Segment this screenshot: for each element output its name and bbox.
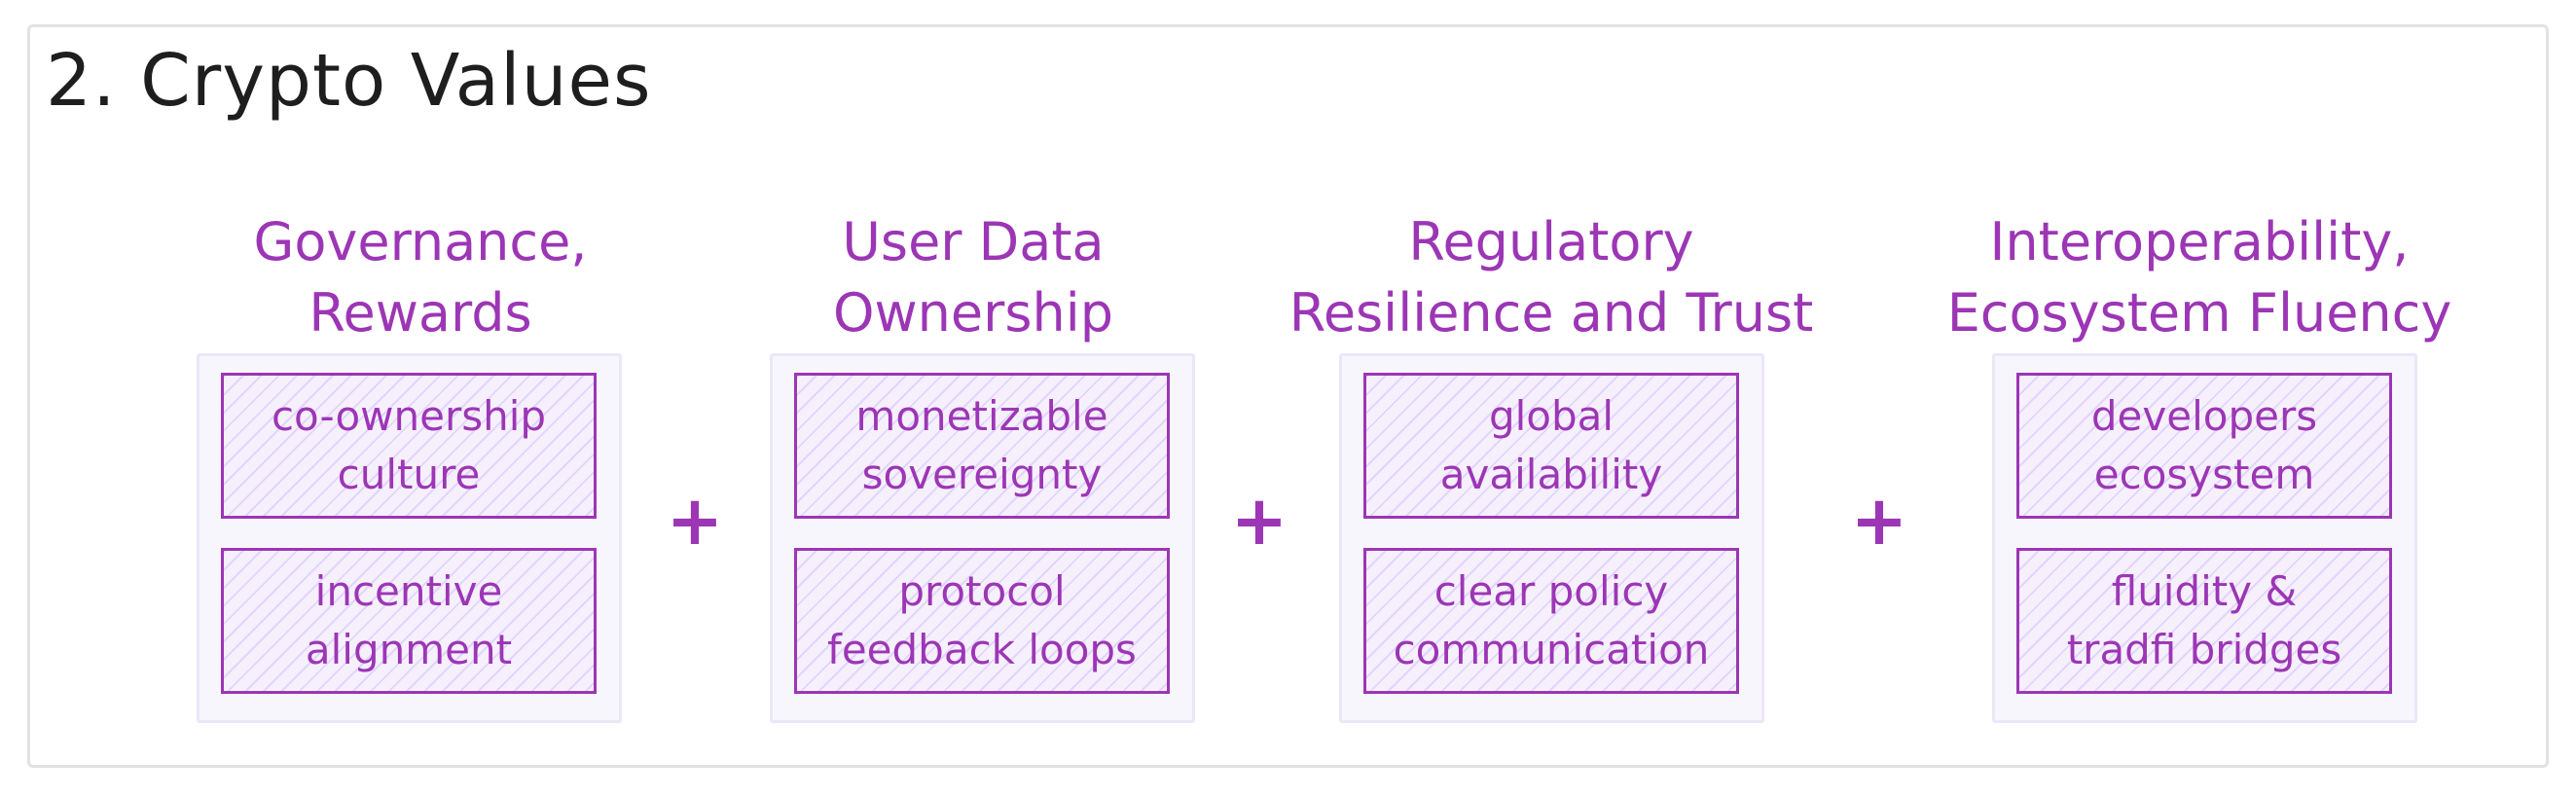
column-heading-line: Regulatory (1408, 211, 1694, 272)
value-card-global-availability: global availability (1363, 373, 1739, 519)
value-card-label: fluidity & tradfi bridges (2066, 567, 2342, 673)
column-heading-line: Governance, (253, 211, 588, 272)
column-heading-line: Ecosystem Fluency (1946, 282, 2452, 344)
column-heading-line: User Data (842, 211, 1105, 272)
value-card-developers-ecosystem: developers ecosystem (2016, 373, 2392, 519)
group-regulatory: global availability clear policy communi… (1339, 353, 1764, 723)
group-user-data: monetizable sovereignty protocol feedbac… (770, 353, 1195, 723)
column-heading-line: Resilience and Trust (1288, 282, 1814, 344)
value-card-fluidity-tradfi: fluidity & tradfi bridges (2016, 548, 2392, 694)
value-card-monetizable-sovereignty: monetizable sovereignty (794, 373, 1170, 519)
column-heading-line: Rewards (308, 282, 532, 344)
value-card-incentive-alignment: incentive alignment (221, 548, 597, 694)
group-governance: co-ownership culture incentive alignment (197, 353, 622, 723)
value-card-label: protocol feedback loops (827, 567, 1137, 673)
page-title: 2. Crypto Values (46, 39, 652, 123)
value-card-label: developers ecosystem (2090, 392, 2318, 498)
value-card-co-ownership: co-ownership culture (221, 373, 597, 519)
value-card-label: global availability (1439, 392, 1663, 498)
value-card-clear-policy: clear policy communication (1363, 548, 1739, 694)
column-heading-interoperability: Interoperability, Ecosystem Fluency (1947, 206, 2452, 348)
value-card-label: incentive alignment (305, 567, 513, 673)
value-card-label: monetizable sovereignty (855, 392, 1108, 498)
column-heading-line: Interoperability, (1989, 211, 2410, 272)
plus-operator: + (1230, 481, 1288, 561)
plus-operator: + (1850, 481, 1908, 561)
column-heading-governance: Governance, Rewards (254, 206, 588, 348)
plus-operator: + (666, 481, 724, 561)
value-card-label: co-ownership culture (271, 392, 547, 498)
column-heading-regulatory: Regulatory Resilience and Trust (1289, 206, 1814, 348)
group-interoperability: developers ecosystem fluidity & tradfi b… (1992, 353, 2417, 723)
value-card-protocol-feedback: protocol feedback loops (794, 548, 1170, 694)
column-heading-line: Ownership (833, 282, 1113, 344)
column-heading-user-data: User Data Ownership (833, 206, 1113, 348)
value-card-label: clear policy communication (1393, 567, 1710, 673)
